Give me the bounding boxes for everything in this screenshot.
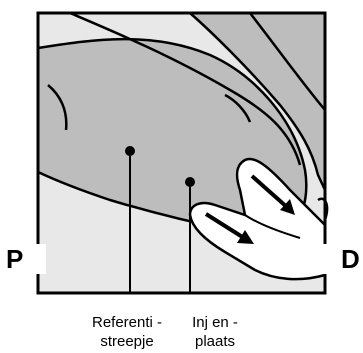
illustration-content — [36, 11, 329, 281]
right-side-label: D — [341, 244, 360, 274]
reference-line-caption: Referenti - streepje — [62, 313, 192, 351]
dot-marker — [125, 146, 135, 156]
arm-shape — [186, 11, 327, 191]
injection-site-caption: Inj en - plaats — [165, 313, 265, 351]
arrow-icon — [204, 212, 254, 244]
left-side-label: P — [6, 244, 24, 274]
reference-line-caption-line2: streepje — [100, 333, 154, 350]
illustration-frame — [36, 11, 327, 295]
left-frame-gap — [30, 244, 46, 274]
skin-fold-line — [249, 12, 326, 111]
dot-marker — [185, 177, 195, 187]
injection-site-caption-line2: plaats — [194, 333, 236, 350]
right-frame-gap — [318, 244, 334, 274]
knee-fold-line — [224, 93, 252, 123]
injection-site-marker — [185, 177, 195, 293]
arrow-icon — [250, 174, 295, 215]
injection-site-caption-line1: Inj en - — [192, 314, 238, 331]
hip-fold-line — [47, 84, 68, 131]
reference-line-caption-line1: Referenti - — [91, 314, 163, 331]
finger-line — [244, 214, 301, 239]
reference-line-marker — [125, 146, 135, 293]
torso-shape — [69, 11, 302, 166]
